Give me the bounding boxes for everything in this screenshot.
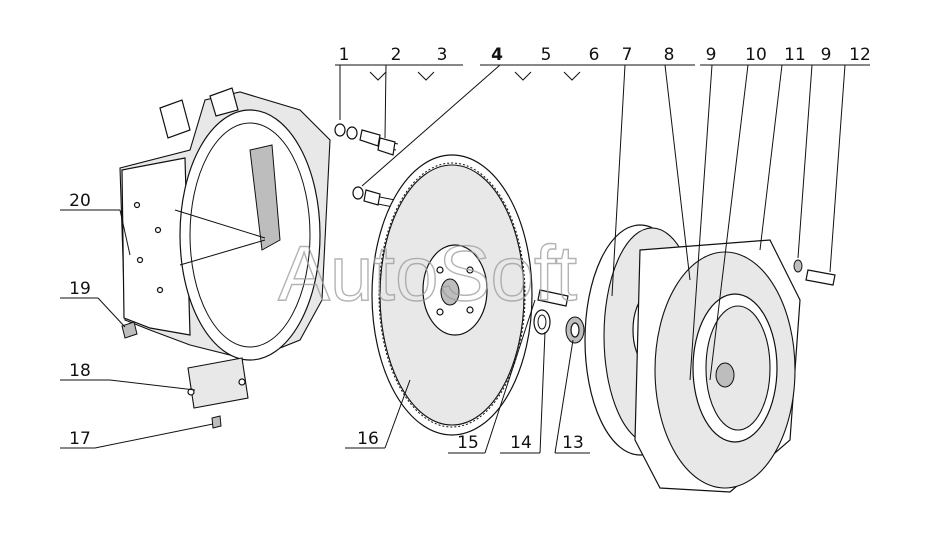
leader-lines: [60, 64, 870, 454]
bottom-cover-plate: [187, 357, 249, 409]
pilot-seal: [533, 309, 551, 335]
drain-bolt: [211, 415, 222, 429]
callout-16: 16: [357, 429, 379, 449]
callout-14: 14: [510, 433, 532, 453]
callout-15: 15: [457, 433, 479, 453]
callout-2: 2: [391, 45, 402, 65]
flywheel-bolt: [537, 289, 569, 307]
callout-4: 4: [491, 45, 503, 65]
callout-3: 3: [437, 45, 448, 65]
callout-1: 1: [339, 45, 350, 65]
callout-20: 20: [69, 191, 91, 211]
callout-labels: 1 2 3 4 5 6 7 8 9 10 11 9 12 20 19 18 17…: [69, 45, 871, 453]
bolt-set-lower: [352, 186, 401, 209]
callout-13: 13: [562, 433, 584, 453]
callout-8: 8: [664, 45, 675, 65]
bolt-set-upper: [334, 123, 399, 156]
pilot-bearing: [565, 316, 585, 344]
callout-6: 6: [589, 45, 600, 65]
sensor-plug: [121, 321, 138, 339]
callout-10: 10: [745, 45, 767, 65]
pressure-plate-cover: [634, 239, 801, 493]
cover-washer: [793, 259, 803, 273]
flywheel: [371, 154, 533, 436]
cover-bolt: [805, 269, 836, 286]
callout-12: 12: [849, 45, 871, 65]
callout-19: 19: [69, 279, 91, 299]
watermark-text: AutoSoft: [278, 229, 578, 317]
callout-11: 11: [784, 45, 806, 65]
clutch-housing: [119, 87, 331, 361]
callout-18: 18: [69, 361, 91, 381]
callout-9b: 9: [821, 45, 832, 65]
callout-17: 17: [69, 429, 91, 449]
callout-9a: 9: [706, 45, 717, 65]
callout-7: 7: [622, 45, 633, 65]
callout-5: 5: [541, 45, 552, 65]
